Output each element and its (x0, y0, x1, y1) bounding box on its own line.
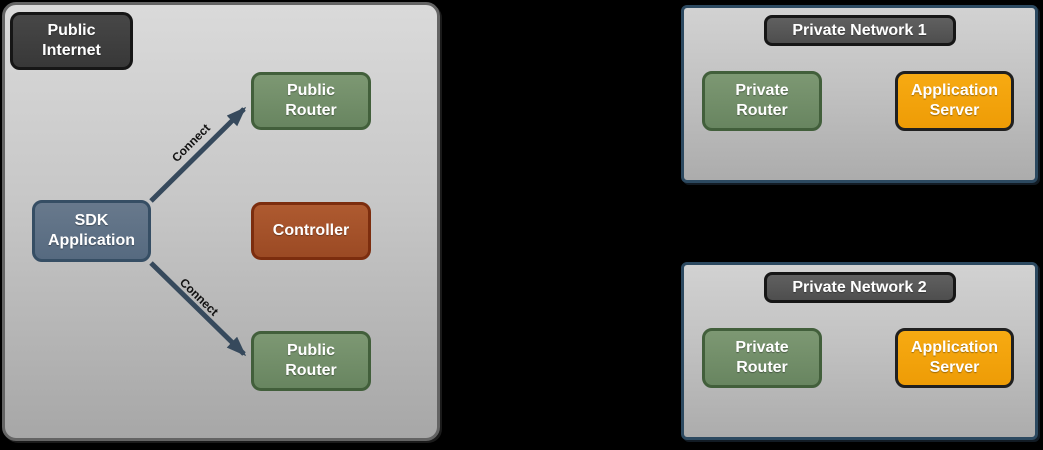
private-network-2-private-router-node: Private Router (702, 328, 822, 388)
controller-node: Controller (251, 202, 371, 260)
private-network-1-panel: Private Network 1 Private Router Applica… (681, 5, 1038, 183)
public-internet-zone: Connect Connect Public Internet Public R… (2, 2, 440, 441)
public-router-bottom-node: Public Router (251, 331, 371, 391)
public-internet-badge: Public Internet (10, 12, 133, 70)
private-network-1-title: Private Network 1 (763, 15, 956, 46)
connect-label-top: Connect (169, 121, 213, 165)
private-network-1-private-router-node: Private Router (702, 71, 822, 131)
private-network-2-title: Private Network 2 (763, 272, 956, 303)
connect-arrow-top (149, 106, 247, 203)
private-network-2-application-server-node: Application Server (895, 328, 1014, 388)
private-network-1-application-server-node: Application Server (895, 71, 1014, 131)
private-network-2-panel: Private Network 2 Private Router Applica… (681, 262, 1038, 440)
public-router-top-node: Public Router (251, 72, 371, 130)
sdk-application-node: SDK Application (32, 200, 151, 262)
connect-arrow-bottom (149, 261, 247, 357)
connect-label-bottom: Connect (176, 275, 222, 319)
